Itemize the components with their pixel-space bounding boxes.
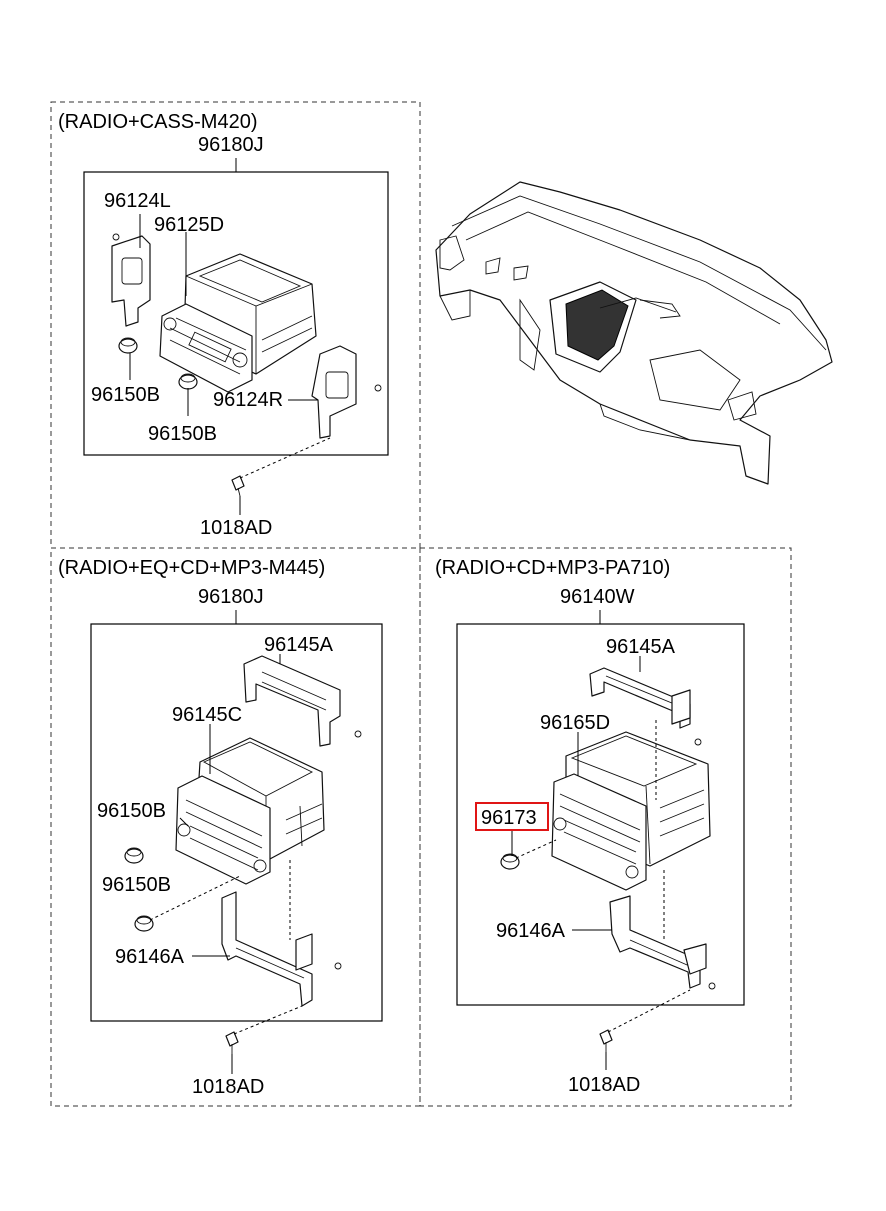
label-96124L: 96124L (104, 190, 171, 212)
screw-1018AD (225, 1031, 239, 1054)
bracket-right (311, 345, 382, 439)
screw-1018AD (231, 475, 245, 497)
screw-1018AD (599, 1029, 613, 1052)
knob (500, 853, 520, 870)
bracket-bottom (609, 895, 716, 990)
label-96146A: 96146A (496, 920, 566, 942)
section-top-left: (RADIO+CASS-M420) 96180J (58, 111, 389, 539)
dashboard-illustration (435, 181, 833, 485)
section-bottom-right: (RADIO+CD+MP3-PA710) 96140W (435, 557, 745, 1096)
label-96150B: 96150B (91, 384, 160, 406)
knob-a (124, 847, 144, 864)
label-96146A: 96146A (115, 946, 185, 968)
label-1018AD: 1018AD (200, 517, 272, 539)
assembly-box (456, 623, 745, 1006)
section-frames (50, 101, 792, 1107)
bracket-bottom (221, 891, 342, 1007)
label-96125D: 96125D (154, 214, 224, 236)
highlight-box-96173 (475, 802, 549, 831)
label-96150B: 96150B (102, 874, 171, 896)
section-title: (RADIO+CASS-M420) (58, 111, 258, 133)
knob-a (118, 337, 138, 354)
label-96145A: 96145A (606, 636, 676, 658)
assembly-number: 96140W (560, 586, 635, 608)
frame-bottom-right (419, 547, 792, 1107)
bracket-top (243, 655, 362, 747)
cd-mp3-unit (175, 737, 325, 885)
label-1018AD: 1018AD (192, 1076, 264, 1098)
radio-cassette-unit (159, 253, 317, 393)
assembly-box (90, 623, 383, 1022)
label-96165D: 96165D (540, 712, 610, 734)
section-title: (RADIO+CD+MP3-PA710) (435, 557, 670, 579)
section-title: (RADIO+EQ+CD+MP3-M445) (58, 557, 325, 579)
label-96150B: 96150B (148, 423, 217, 445)
knob-b (178, 373, 198, 390)
assembly-number: 96180J (198, 586, 264, 608)
label-96145A: 96145A (264, 634, 334, 656)
section-bottom-left: (RADIO+EQ+CD+MP3-M445) 96180J (58, 557, 383, 1098)
knob-b (134, 915, 154, 932)
label-96145C: 96145C (172, 704, 242, 726)
label-96124R: 96124R (213, 389, 283, 411)
assembly-number: 96180J (198, 134, 264, 156)
label-96173[interactable]: 96173 (481, 807, 537, 829)
bracket-left (111, 233, 151, 327)
assembly-box (83, 171, 389, 456)
bracket-top (589, 667, 702, 746)
label-1018AD: 1018AD (568, 1074, 640, 1096)
label-96150B: 96150B (97, 800, 166, 822)
cd-mp3-unit (551, 731, 711, 891)
